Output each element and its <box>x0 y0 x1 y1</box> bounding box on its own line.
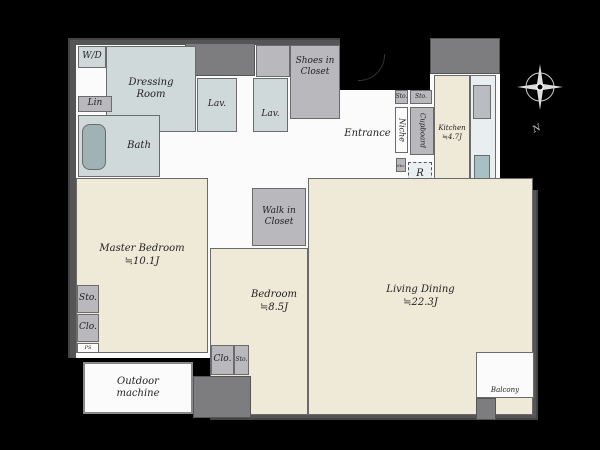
walkin-label: Walk in Closet <box>262 205 296 227</box>
kitchen: Kitchen≒4.7J <box>434 75 470 190</box>
walk-in-closet: Walk in Closet <box>252 188 306 246</box>
clo-label: Clo. <box>79 322 97 333</box>
sto-label: Sto. <box>79 293 97 304</box>
wd-label: W/D <box>82 51 102 62</box>
cupboard: Cupboard <box>410 107 434 155</box>
exterior-right <box>500 38 540 190</box>
living-size: ≒22.3J <box>403 296 438 308</box>
bedroom-closet: Clo. <box>211 345 234 375</box>
storage-top-2: Sto. <box>410 90 432 104</box>
compass-icon <box>515 62 565 112</box>
master-size: ≒10.1J <box>124 255 160 267</box>
entrance-label: Entrance <box>344 127 391 139</box>
shaft <box>185 43 255 76</box>
wall-block <box>193 376 251 418</box>
washer-dryer: W/D <box>78 46 106 68</box>
shoes-label: Shoes in Closet <box>295 55 335 77</box>
niche: Niche <box>395 107 408 153</box>
sink-icon <box>474 155 490 179</box>
kitchen-size: ≒4.7J <box>442 132 462 141</box>
ps-label: PS <box>84 344 92 351</box>
stove-icon <box>473 85 491 119</box>
linen: Lin <box>78 96 112 112</box>
cupboard-label: Cupboard <box>418 113 427 149</box>
master-storage: Sto. <box>77 285 99 313</box>
dressing-label: Dressing Room <box>128 76 174 101</box>
exterior-notch <box>340 38 430 90</box>
clo-label: Clo. <box>213 354 232 365</box>
outdoor-machine: Outdoor machine <box>83 362 193 414</box>
storage-top-1: Sto. <box>395 90 408 104</box>
pillar <box>476 398 496 420</box>
bedroom-label: Bedroom <box>251 289 297 300</box>
entrance: Entrance <box>340 90 395 178</box>
shoes-closet-top <box>256 45 290 77</box>
pipe-space: PS <box>77 343 99 353</box>
balcony: Balcony <box>476 352 534 398</box>
niche-label: Niche <box>397 118 407 142</box>
kitchen-label: Kitchen <box>438 123 466 132</box>
lav1-label: Lav. <box>207 99 227 110</box>
outdoor-label: Outdoor machine <box>116 375 160 400</box>
bathtub-icon <box>82 124 106 170</box>
master-label: Master Bedroom <box>99 243 185 254</box>
lavatory-2: Lav. <box>253 78 288 132</box>
bath-label: Bath <box>127 139 151 151</box>
sto-label: Sto. <box>415 93 427 101</box>
bedroom-size: ≒8.5J <box>259 301 289 313</box>
bedroom-storage: Sto. <box>234 345 249 375</box>
sto-label: Sto. <box>395 93 408 101</box>
sto-label: Sto. <box>397 162 405 168</box>
balcony-label: Balcony <box>490 385 520 394</box>
master-closet: Clo. <box>77 314 99 342</box>
lavatory-1: Lav. <box>197 78 237 132</box>
fridge-label: R <box>416 167 424 179</box>
shaft-right <box>430 38 500 74</box>
sto-label: Sto. <box>235 356 248 364</box>
lin-label: Lin <box>87 98 103 109</box>
shoes-in-closet: Shoes in Closet <box>290 45 340 119</box>
lav2-label: Lav. <box>261 109 280 120</box>
living-label: Living Dining <box>386 284 455 295</box>
storage-niche: Sto. <box>396 158 406 172</box>
